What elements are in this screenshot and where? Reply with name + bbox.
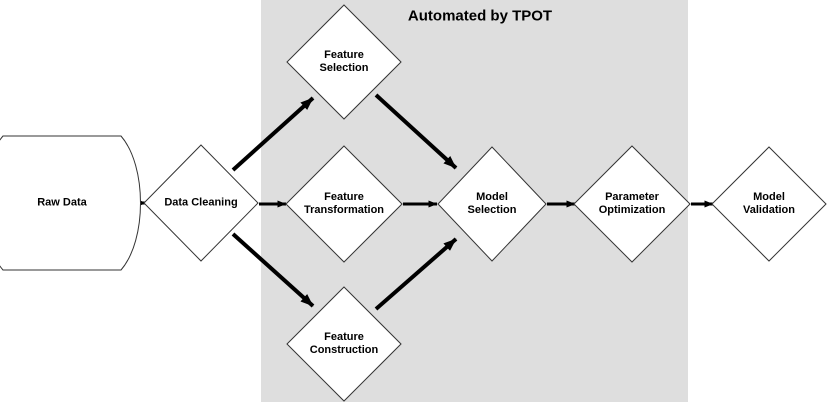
node-raw-data[interactable] xyxy=(0,135,141,271)
node-parameter-optimization[interactable] xyxy=(573,145,691,263)
automated-region-title: Automated by TPOT xyxy=(407,7,553,25)
node-data-cleaning[interactable] xyxy=(143,144,259,262)
nodes-layer xyxy=(0,4,827,402)
node-model-validation[interactable] xyxy=(711,146,827,262)
node-feature-transformation[interactable] xyxy=(285,145,403,263)
edge-data-cleaning-to-feature-construction xyxy=(231,232,315,308)
edge-feature-selection-to-model-selection xyxy=(374,93,458,170)
edges-layer xyxy=(122,93,714,311)
edge-data-cleaning-to-feature-selection xyxy=(231,96,315,172)
node-feature-selection[interactable] xyxy=(286,4,402,120)
node-feature-construction[interactable] xyxy=(286,286,402,402)
edge-feature-construction-to-model-selection xyxy=(374,237,458,311)
node-model-selection[interactable] xyxy=(437,146,547,262)
